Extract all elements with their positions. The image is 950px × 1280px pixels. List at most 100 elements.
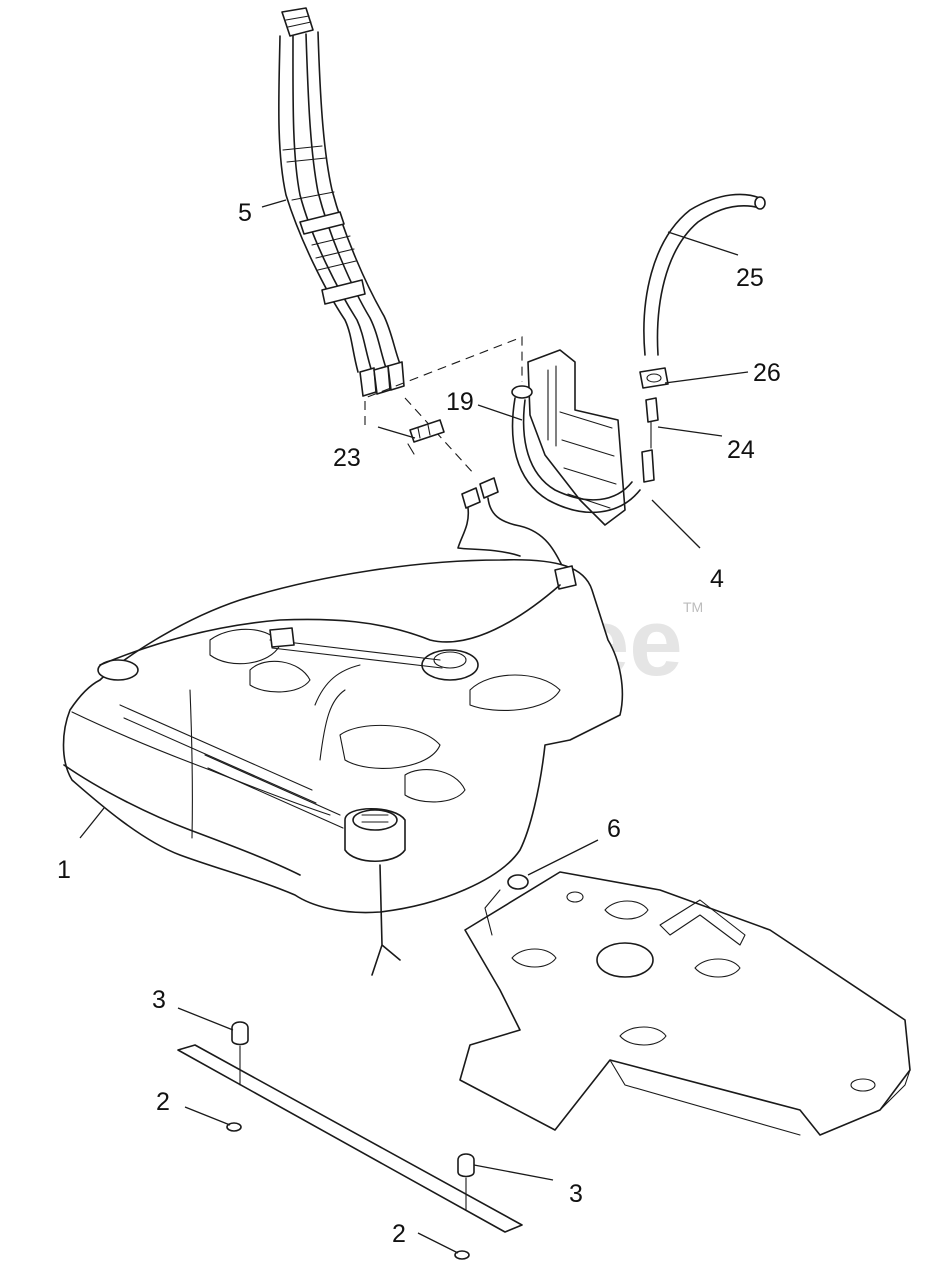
- hose-end-fitting-3: [387, 361, 405, 391]
- tank-outline: [62, 558, 624, 914]
- alignment-dash-box: [364, 336, 523, 425]
- leader-6: [527, 839, 599, 876]
- inline-fitting-24: [645, 397, 659, 423]
- tank-recess-2: [249, 660, 311, 693]
- supply-connector-2: [479, 477, 499, 499]
- bundle-band-lines: [282, 145, 335, 201]
- watermark-trademark: TM: [683, 599, 703, 615]
- canister-hose-loop-inner: [522, 399, 633, 501]
- canister-bracket: [527, 349, 626, 526]
- callout-19[interactable]: 19: [446, 388, 474, 416]
- callout-3b[interactable]: 3: [569, 1180, 583, 1208]
- grommet-6-wire: [484, 889, 501, 936]
- harness-connector: [269, 627, 295, 648]
- tank-vent-line: [99, 584, 561, 666]
- hose-4-end: [641, 449, 655, 483]
- leader-5: [261, 199, 287, 208]
- nut-2a: [226, 1122, 242, 1132]
- isolator-3b: [457, 1153, 475, 1178]
- callout-24[interactable]: 24: [727, 436, 755, 464]
- alignment-dash-line: [404, 397, 476, 476]
- skid-plate-boss-2: [511, 948, 557, 968]
- clip-body: [409, 419, 445, 443]
- bundle-clamp-2: [321, 279, 366, 305]
- hose-d: [317, 31, 401, 365]
- leader-24: [657, 426, 723, 437]
- tank-recess-3: [339, 724, 441, 769]
- tank-rear-fitting: [554, 565, 577, 590]
- fuel-line-bundle: [278, 7, 405, 397]
- skid-plate-assembly: [459, 871, 911, 1136]
- callout-labels: 5 23 19 25 26 24 4 1 6 3 2 3 2: [57, 199, 781, 1248]
- skid-plate-boss-3: [694, 958, 741, 978]
- tank-sender-top: [433, 651, 467, 669]
- leader-25: [667, 231, 739, 256]
- tank-vertical-seam: [189, 689, 193, 839]
- leader-26: [664, 371, 749, 384]
- bundle-marks: [311, 235, 357, 271]
- grommet-6: [507, 874, 529, 890]
- leader-2b: [417, 1232, 459, 1254]
- leader-23: [377, 426, 416, 439]
- tank-supply-lines: [457, 477, 566, 573]
- isolator-3a: [231, 1021, 249, 1046]
- vent-hose-25-end: [754, 196, 766, 210]
- skid-plate-center-hole: [596, 942, 654, 978]
- skid-plate-hole-2: [850, 1078, 876, 1092]
- tank-front-crease: [71, 711, 331, 816]
- canister-bracket-post: [547, 365, 557, 447]
- tank-bottom-edge: [63, 764, 301, 876]
- hose-b: [292, 35, 373, 373]
- clip-detail: [407, 424, 431, 455]
- supply-line-2: [487, 497, 566, 573]
- skid-plate-hole-1: [566, 891, 584, 903]
- bundle-top-connector-ribs: [285, 15, 312, 28]
- leader-19: [477, 404, 523, 421]
- callout-leaders: [79, 199, 749, 1254]
- skid-plate-channel: [659, 899, 746, 946]
- leader-2a: [184, 1106, 231, 1126]
- vent-hose-25-outer: [643, 193, 761, 356]
- leader-3a: [177, 1007, 234, 1031]
- callout-6[interactable]: 6: [607, 815, 621, 843]
- callout-5[interactable]: 5: [238, 199, 252, 227]
- hose-c: [305, 33, 387, 369]
- callout-2a[interactable]: 2: [156, 1088, 170, 1116]
- hose-a: [278, 35, 359, 373]
- canister-hose-loop-outer: [511, 397, 641, 514]
- fuel-tank: [62, 558, 624, 976]
- nut-2b: [454, 1250, 470, 1260]
- leader-4: [651, 499, 701, 549]
- tank-harness: [269, 639, 443, 669]
- callout-23[interactable]: 23: [333, 444, 361, 472]
- canister-bracket-ribs: [559, 411, 617, 509]
- bundle-top-connector: [281, 7, 314, 37]
- callout-2b[interactable]: 2: [392, 1220, 406, 1248]
- tank-strap-assembly: [177, 1021, 523, 1260]
- leader-3b: [473, 1164, 554, 1181]
- skid-plate-boss-4: [619, 1026, 667, 1046]
- bundle-clamp-1: [299, 211, 345, 235]
- supply-line-1: [457, 507, 521, 557]
- callout-26[interactable]: 26: [753, 359, 781, 387]
- callout-25[interactable]: 25: [736, 264, 764, 292]
- callout-1[interactable]: 1: [57, 856, 71, 884]
- skid-plate-edges: [499, 989, 911, 1136]
- skid-plate: [459, 871, 911, 1136]
- evap-canister-assembly: [511, 193, 766, 526]
- leader-1: [79, 807, 105, 839]
- tank-wire-runs: [314, 664, 361, 761]
- callout-4[interactable]: 4: [710, 565, 724, 593]
- tank-groove-right: [204, 754, 344, 829]
- fuel-pump-detail: [361, 814, 389, 823]
- callout-3a[interactable]: 3: [152, 986, 166, 1014]
- tank-recess-4: [404, 769, 466, 803]
- hose-clamp-26-hole: [646, 373, 662, 383]
- canister-fitting: [511, 385, 533, 399]
- tank-groove-left: [119, 704, 317, 804]
- tank-strap: [177, 1044, 523, 1233]
- tank-recess-5: [469, 674, 561, 712]
- tank-sender-flange: [421, 649, 479, 681]
- hose-clamp-26: [639, 367, 669, 389]
